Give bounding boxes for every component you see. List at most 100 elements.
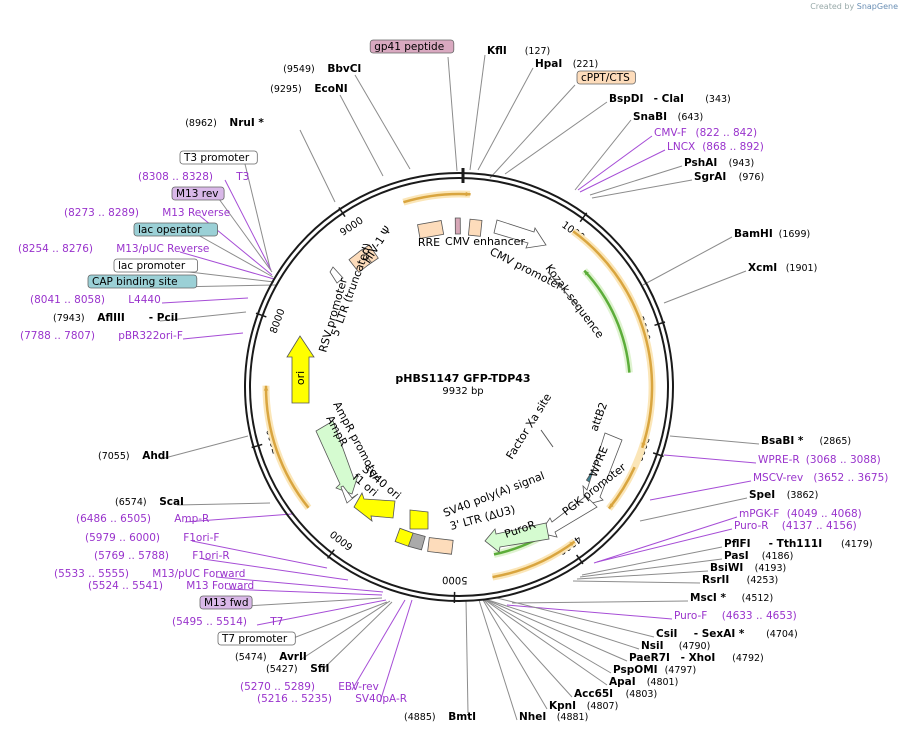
label-box-t7prom xyxy=(217,631,296,646)
label-nsii[interactable]: NsiI(4790) xyxy=(641,640,710,652)
ampr-promoter-arrow[interactable] xyxy=(340,485,359,504)
leader-gp41 xyxy=(447,56,458,172)
label-scai[interactable]: (6574)ScaI xyxy=(115,496,184,508)
label-bamhi[interactable]: BamHI(1699) xyxy=(734,228,810,240)
label-avrii[interactable]: (5474)AvrII xyxy=(235,651,307,663)
f1-ori-arrow[interactable] xyxy=(353,492,396,522)
label-lncx[interactable]: LNCX(868 .. 892) xyxy=(667,141,764,153)
gfp-arc[interactable] xyxy=(583,269,631,373)
label-nrui[interactable]: (8962)NruI * xyxy=(185,117,264,129)
leader-lncx xyxy=(579,149,666,193)
label-pasi[interactable]: PasI(4186) xyxy=(724,550,793,562)
ring-tick xyxy=(654,321,666,327)
label-pflfi[interactable]: PflFI- Tth111I(4179) xyxy=(724,538,873,550)
label-part-bspdi: - ClaI xyxy=(654,93,684,105)
factor-xa-tick xyxy=(540,429,554,448)
label-bbvci[interactable]: (9549)BbvCI xyxy=(283,63,361,75)
label-part-sgrai: (976) xyxy=(739,172,765,183)
label-bmti[interactable]: (4885)BmtI xyxy=(404,711,476,723)
label-sgrai[interactable]: SgrAI(976) xyxy=(694,171,764,183)
label-bspdi[interactable]: BspDI- ClaI(343) xyxy=(609,93,731,105)
feature-label-ori: ori xyxy=(294,371,307,385)
label-ampr[interactable]: (6486 .. 6505)Amp-R xyxy=(76,513,209,525)
label-box-gp41 xyxy=(369,39,455,54)
label-pbr322[interactable]: (7788 .. 7807)pBR322ori-F xyxy=(20,330,183,342)
sv40-pa-box[interactable] xyxy=(427,537,454,555)
label-pspomi[interactable]: PspOMI(4797) xyxy=(613,664,696,676)
label-f1orif[interactable]: (5979 .. 6000)F1ori-F xyxy=(85,532,219,544)
backbone-ring xyxy=(244,172,674,602)
label-cap[interactable]: CAP binding site xyxy=(87,274,198,289)
label-cppt[interactable]: cPPT/CTS xyxy=(576,70,636,85)
label-ahdi[interactable]: (7055)AhdI xyxy=(98,450,169,462)
orf-arc-4[interactable] xyxy=(264,385,310,509)
wpre-arrow[interactable] xyxy=(582,432,623,506)
label-t7[interactable]: (5495 .. 5514)T7 xyxy=(172,616,283,628)
label-afliii[interactable]: (7943)AflIII- PciI xyxy=(53,312,178,324)
label-part-lncx: (868 .. 892) xyxy=(702,141,764,153)
orf-arc-main[interactable] xyxy=(572,230,654,449)
label-part-l4440: L4440 xyxy=(128,294,161,306)
label-wprer[interactable]: WPRE-R(3068 .. 3088) xyxy=(758,454,881,466)
rsv-promoter-arrow[interactable] xyxy=(329,266,344,284)
label-purof[interactable]: Puro-F(4633 .. 4653) xyxy=(674,610,797,622)
cmv-promoter-arrow[interactable] xyxy=(493,219,547,249)
label-msci[interactable]: MscI *(4512) xyxy=(690,592,773,604)
label-t3[interactable]: (8308 .. 8328)T3 xyxy=(138,171,249,183)
gp41-box[interactable] xyxy=(454,217,461,235)
label-xcmi[interactable]: XcmI(1901) xyxy=(748,262,817,274)
label-part-bmti: BmtI xyxy=(448,711,476,723)
label-m13pucf[interactable]: (5533 .. 5555)M13/pUC Forward xyxy=(54,568,245,580)
label-f1orir[interactable]: (5769 .. 5788)F1ori-R xyxy=(94,550,230,562)
label-part-m13puc: (8254 .. 8276) xyxy=(18,243,93,255)
leader-ahdi xyxy=(160,435,249,460)
label-bsiwi[interactable]: BsiWI(4193) xyxy=(710,562,786,574)
label-m13fwd2[interactable]: (5524 .. 5541)M13 Forward xyxy=(88,580,254,592)
label-csii[interactable]: CsiI- SexAI *(4704) xyxy=(656,628,798,640)
puror-arrow[interactable] xyxy=(484,522,550,553)
label-m13puc[interactable]: (8254 .. 8276)M13/pUC Reverse xyxy=(18,243,209,255)
label-hpai[interactable]: HpaI(221) xyxy=(535,58,598,70)
label-sv40par[interactable]: (5216 .. 5235)SV40pA-R xyxy=(257,693,407,705)
label-pshai[interactable]: PshAI(943) xyxy=(684,157,754,169)
label-part-wprer: WPRE-R xyxy=(758,454,800,466)
label-snabi[interactable]: SnaBI(643) xyxy=(633,111,703,123)
label-gp41[interactable]: gp41 peptide xyxy=(369,39,455,54)
label-spei[interactable]: SpeI(3862) xyxy=(749,489,818,501)
label-mpgkf[interactable]: mPGK-F(4049 .. 4068) xyxy=(739,508,862,520)
label-t7prom[interactable]: T7 promoter xyxy=(217,631,296,646)
label-cmvf[interactable]: CMV-F(822 .. 842) xyxy=(654,127,757,139)
orf-arc-3[interactable] xyxy=(492,540,576,579)
label-l4440[interactable]: (8041 .. 8058)L4440 xyxy=(30,294,161,306)
label-nhei[interactable]: NheI(4881) xyxy=(519,711,588,723)
sv40-ori-box[interactable] xyxy=(409,509,429,530)
label-mscvrev[interactable]: MSCV-rev(3652 .. 3675) xyxy=(753,472,888,484)
label-m13fwd[interactable]: M13 fwd xyxy=(199,595,253,610)
label-sfii[interactable]: (5427)SfiI xyxy=(266,663,329,675)
label-ebvrev[interactable]: (5270 .. 5289)EBV-rev xyxy=(240,681,379,693)
label-t3prom[interactable]: T3 promoter xyxy=(179,150,258,165)
label-m13reverse[interactable]: (8273 .. 8289)M13 Reverse xyxy=(64,207,230,219)
label-m13rev[interactable]: M13 rev xyxy=(171,186,225,201)
label-lacprom[interactable]: lac promoter xyxy=(113,258,198,273)
ring-tick xyxy=(579,212,588,223)
label-puror[interactable]: Puro-R(4137 .. 4156) xyxy=(734,520,857,532)
rre-box[interactable] xyxy=(417,220,445,239)
label-bsabi[interactable]: BsaBI *(2865) xyxy=(761,435,851,447)
label-kfli[interactable]: KflI(127) xyxy=(487,45,550,57)
label-paer7i[interactable]: PaeR7I- XhoI(4792) xyxy=(629,652,764,664)
ori-arrow[interactable] xyxy=(286,335,315,404)
label-acc65i[interactable]: Acc65I(4803) xyxy=(574,688,657,700)
label-rsrii[interactable]: RsrII(4253) xyxy=(702,574,778,586)
label-part-scai: ScaI xyxy=(159,496,184,508)
f1-box-1[interactable] xyxy=(394,527,414,547)
hiv-psi-box-2[interactable] xyxy=(348,249,372,273)
leader-bmti xyxy=(465,599,469,714)
label-box-t3prom xyxy=(179,150,258,165)
label-part-bsabi: BsaBI * xyxy=(761,435,804,447)
label-kpni[interactable]: KpnI(4807) xyxy=(549,700,618,712)
label-econi[interactable]: (9295)EcoNI xyxy=(270,83,348,95)
label-lacop[interactable]: lac operator xyxy=(133,222,218,237)
label-apai[interactable]: ApaI(4801) xyxy=(609,676,678,688)
cmv-enhancer-box[interactable] xyxy=(467,218,483,237)
